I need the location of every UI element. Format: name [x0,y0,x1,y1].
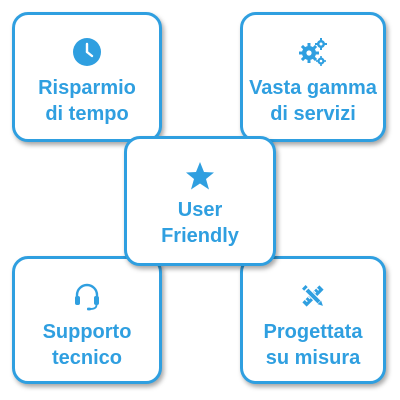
card-label: User Friendly [161,199,239,247]
card-time-saving: Risparmio di tempo [12,12,162,142]
card-label: Supporto tecnico [42,321,132,369]
gears-icon [299,38,327,66]
star-icon [186,162,214,190]
card-label: Risparmio di tempo [38,77,136,125]
card-user-friendly: User Friendly [124,136,276,266]
headset-icon [75,283,99,311]
clock-icon [73,38,101,66]
card-label: Vasta gamma di servizi [249,77,377,125]
card-support: Supporto tecnico [12,256,162,384]
pencil-ruler-icon [302,285,324,307]
card-label: Progettata su misura [263,321,363,369]
card-custom-design: Progettata su misura [240,256,386,384]
card-services: Vasta gamma di servizi [240,12,386,142]
